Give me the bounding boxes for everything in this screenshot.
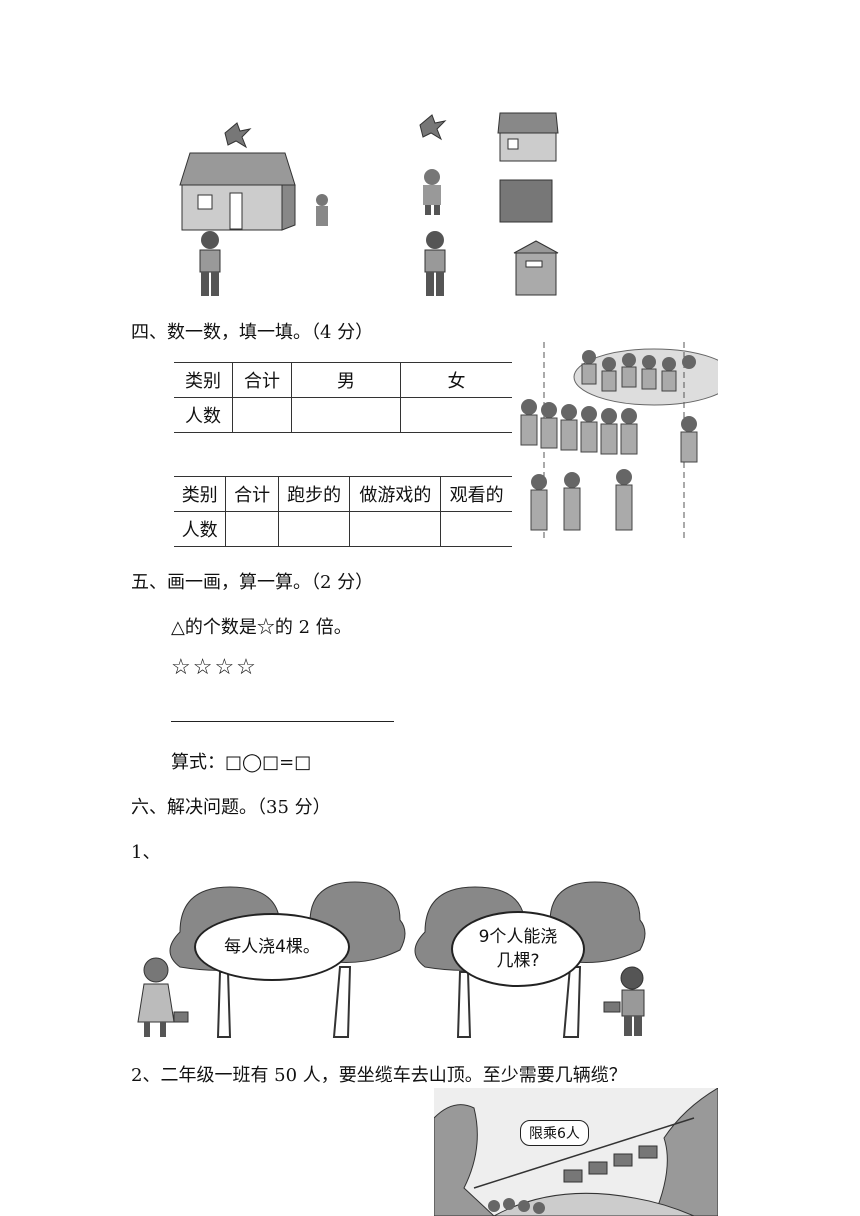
- drawing-answer-line[interactable]: [171, 721, 394, 722]
- section-6-heading: 六、解决问题。（35 分）: [131, 797, 331, 818]
- section-5-prompt: △的个数是☆的 2 倍。: [171, 617, 352, 638]
- section-4-heading: 四、数一数，填一填。（4 分）: [131, 322, 374, 343]
- count-table-gender: 类别 合计 男 女 人数: [174, 362, 512, 433]
- count-table-activity: 类别 合计 跑步的 做游戏的 观看的 人数: [174, 476, 512, 547]
- stars-row: ☆☆☆☆: [171, 655, 258, 680]
- position-illustration: [179, 112, 559, 296]
- answer-cell[interactable]: [400, 397, 512, 433]
- answer-cell[interactable]: [291, 397, 401, 433]
- section-5-heading: 五、画一画，算一算。（2 分）: [131, 572, 374, 593]
- answer-cell[interactable]: [225, 511, 279, 547]
- house-front-view-icon: [497, 112, 559, 162]
- speech-bubble-right: 9个人能浇几棵?: [451, 911, 585, 987]
- answer-cell[interactable]: [278, 511, 351, 547]
- answer-cell[interactable]: [232, 397, 292, 433]
- formula-line: 算式：□◯□=□: [171, 752, 312, 773]
- table-row-label: 人数: [174, 397, 233, 433]
- table-header-cell: 做游戏的: [349, 476, 442, 512]
- answer-cell[interactable]: [349, 511, 442, 547]
- speech-bubble-left-text: 每人浇4棵。: [224, 937, 320, 957]
- cable-car-icon: [563, 1145, 658, 1183]
- table-header-cell: 类别: [174, 362, 233, 398]
- house-icon: [179, 152, 296, 231]
- table-header-cell: 合计: [232, 362, 292, 398]
- cable-car-illustration: [434, 1088, 718, 1216]
- boy-pointing-icon: [199, 231, 221, 296]
- house-top-view-icon: [499, 179, 553, 223]
- question-1-number: 1、: [131, 842, 161, 863]
- table-header-cell: 女: [400, 362, 512, 398]
- speech-bubble-right-text: 9个人能浇几棵?: [478, 927, 558, 971]
- house-side-view-icon: [513, 240, 559, 296]
- table-header-cell: 跑步的: [278, 476, 351, 512]
- child-icon: [316, 194, 328, 226]
- table-header-cell: 类别: [174, 476, 227, 512]
- bird-icon: [224, 122, 252, 149]
- table-header-cell: 合计: [225, 476, 279, 512]
- question-2-text: 2、二年级一班有 50 人，要坐缆车去山顶。至少需要几辆缆？: [131, 1065, 627, 1086]
- boy-watering-icon: [603, 966, 645, 1036]
- children-playing-illustration: [520, 342, 718, 542]
- capacity-sign: 限乘6人: [520, 1120, 589, 1146]
- child-icon: [423, 169, 441, 215]
- girl-watering-icon: [137, 957, 189, 1037]
- table-row-label: 人数: [174, 511, 227, 547]
- boy-pointing-icon: [424, 231, 446, 296]
- table-header-cell: 观看的: [440, 476, 512, 512]
- table-header-cell: 男: [291, 362, 401, 398]
- answer-cell[interactable]: [440, 511, 512, 547]
- speech-bubble-left: 每人浇4棵。: [194, 913, 350, 981]
- bird-icon: [419, 114, 447, 141]
